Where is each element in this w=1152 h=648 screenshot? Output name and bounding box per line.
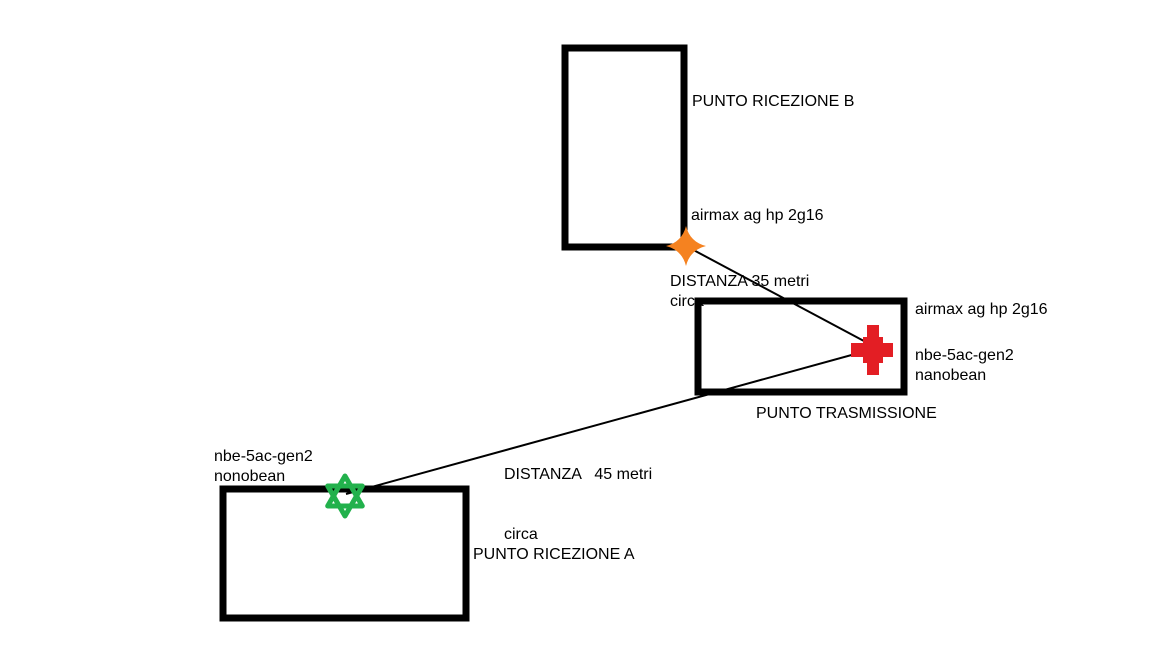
label-punto-trasmissione: PUNTO TRASMISSIONE (756, 405, 937, 422)
label-device-b-antenna: airmax ag hp 2g16 (691, 207, 824, 224)
label-distance-a-tx: DISTANZA 45 metri circa (504, 466, 653, 543)
label-distance-b-tx: DISTANZA 35 metri circa (670, 273, 810, 310)
label-punto-ricezione-a: PUNTO RICEZIONE A (473, 546, 635, 563)
green-hexagram-icon (325, 473, 365, 519)
building-trasmissione (694, 297, 908, 396)
label-device-a-nano: nbe-5ac-gen2 nonobean (214, 448, 313, 485)
building-ricezione-b (561, 44, 688, 251)
orange-star-icon (666, 226, 706, 266)
link-line-a-to-tx (345, 347, 878, 495)
label-punto-ricezione-b: PUNTO RICEZIONE B (692, 93, 855, 110)
link-line-b-to-tx (685, 245, 878, 349)
label-device-tx-antenna: airmax ag hp 2g16 (915, 301, 1048, 318)
label-device-tx-nano: nbe-5ac-gen2 nanobean (915, 347, 1014, 384)
red-cross-icon (851, 325, 893, 375)
building-ricezione-a (219, 485, 470, 622)
